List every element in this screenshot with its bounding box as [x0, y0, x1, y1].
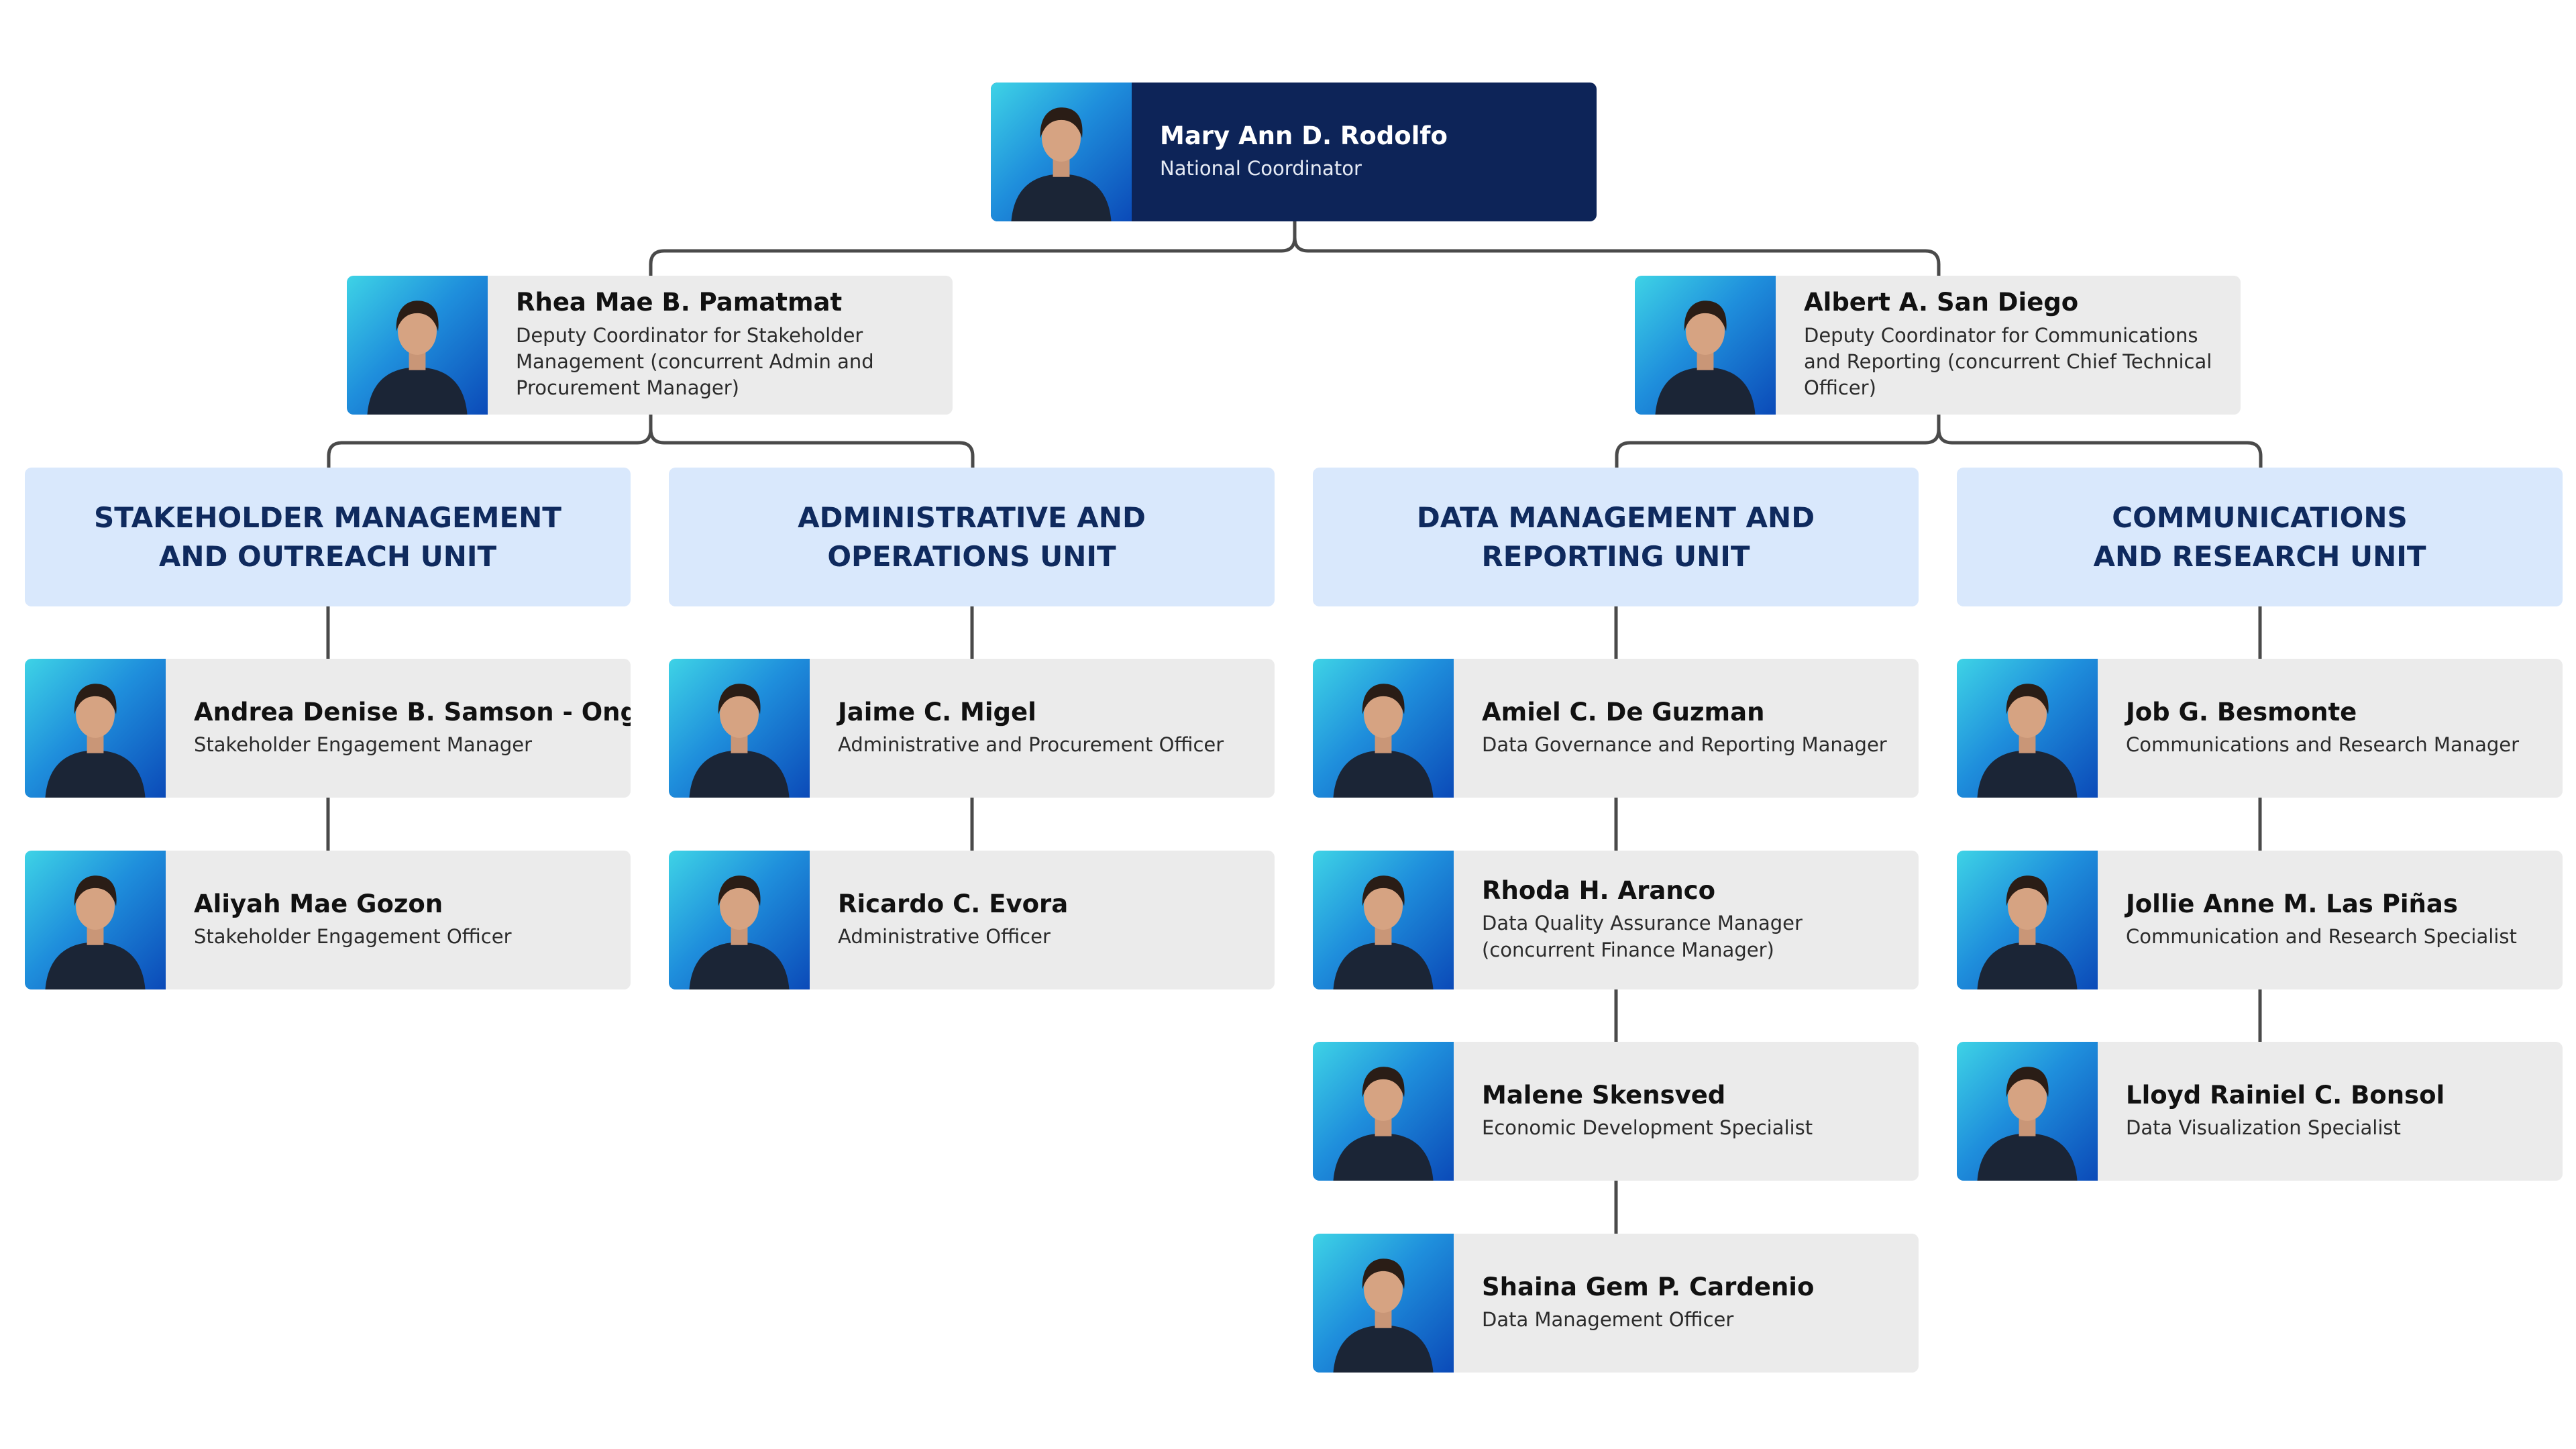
member-photo	[1957, 1042, 2098, 1181]
person-photo-icon	[1333, 875, 1434, 989]
person-photo-icon	[689, 875, 790, 989]
member-photo	[669, 851, 810, 989]
member-name: Jaime C. Migel	[838, 697, 1036, 727]
member-role: Stakeholder Engagement Officer	[194, 925, 512, 949]
member-role: Administrative and Procurement Officer	[838, 733, 1224, 757]
member-card: Shaina Gem P. Cardenio Data Management O…	[1313, 1234, 1919, 1373]
member-name: Aliyah Mae Gozon	[194, 889, 443, 918]
member-photo	[25, 851, 166, 989]
person-photo-icon	[45, 684, 146, 798]
member-photo	[1313, 1042, 1454, 1181]
person-photo-icon	[1333, 1258, 1434, 1373]
head-role: National Coordinator	[1160, 157, 1362, 180]
person-photo-icon	[1333, 684, 1434, 798]
person-photo-icon	[45, 875, 146, 989]
person-photo-icon	[1977, 1067, 2078, 1181]
member-photo	[1313, 659, 1454, 798]
deputy-name: Rhea Mae B. Pamatmat	[516, 288, 843, 317]
member-role: Data Management Officer	[1482, 1308, 1734, 1332]
unit-title: ADMINISTRATIVE AND OPERATIONS UNIT	[798, 500, 1146, 573]
member-card: Aliyah Mae Gozon Stakeholder Engagement …	[25, 851, 631, 989]
member-name: Ricardo C. Evora	[838, 889, 1069, 918]
person-photo-icon	[367, 301, 468, 415]
member-name: Amiel C. De Guzman	[1482, 697, 1765, 727]
member-card: Andrea Denise B. Samson - Ong Stakeholde…	[25, 659, 631, 798]
member-card: Jaime C. Migel Administrative and Procur…	[669, 659, 1275, 798]
person-photo-icon	[689, 684, 790, 798]
unit-header-data-management: DATA MANAGEMENT AND REPORTING UNIT	[1313, 468, 1919, 606]
unit-title: DATA MANAGEMENT AND REPORTING UNIT	[1416, 500, 1815, 573]
unit-title: STAKEHOLDER MANAGEMENT AND OUTREACH UNIT	[94, 500, 561, 573]
member-name: Job G. Besmonte	[2126, 697, 2357, 727]
member-role: Communication and Research Specialist	[2126, 925, 2517, 949]
member-card: Job G. Besmonte Communications and Resea…	[1957, 659, 2563, 798]
member-photo	[1313, 851, 1454, 989]
person-photo-icon	[1977, 875, 2078, 989]
person-photo-icon	[1011, 107, 1112, 221]
member-card: Malene Skensved Economic Development Spe…	[1313, 1042, 1919, 1181]
deputy-photo	[1635, 276, 1776, 415]
deputy-role: Deputy Coordinator for Communications an…	[1804, 323, 2212, 400]
member-name: Lloyd Rainiel C. Bonsol	[2126, 1080, 2445, 1110]
connector-head-to-deputies	[649, 221, 1941, 276]
deputy-photo	[347, 276, 488, 415]
member-photo	[669, 659, 810, 798]
member-photo	[1313, 1234, 1454, 1373]
deputy-role: Deputy Coordinator for Stakeholder Manag…	[516, 323, 874, 400]
connector-deputy2-to-units	[1615, 415, 2263, 468]
member-role: Administrative Officer	[838, 925, 1051, 949]
member-card: Ricardo C. Evora Administrative Officer	[669, 851, 1275, 989]
member-photo	[1957, 659, 2098, 798]
head-name: Mary Ann D. Rodolfo	[1160, 121, 1448, 150]
member-role: Data Visualization Specialist	[2126, 1116, 2401, 1140]
member-card: Lloyd Rainiel C. Bonsol Data Visualizati…	[1957, 1042, 2563, 1181]
deputy-card: Albert A. San Diego Deputy Coordinator f…	[1635, 276, 2241, 415]
member-role: Data Governance and Reporting Manager	[1482, 733, 1887, 757]
unit-header-communications: COMMUNICATIONS AND RESEARCH UNIT	[1957, 468, 2563, 606]
member-name: Rhoda H. Aranco	[1482, 875, 1716, 905]
unit-header-stakeholder: STAKEHOLDER MANAGEMENT AND OUTREACH UNIT	[25, 468, 631, 606]
deputy-card: Rhea Mae B. Pamatmat Deputy Coordinator …	[347, 276, 953, 415]
person-photo-icon	[1333, 1067, 1434, 1181]
member-card: Jollie Anne M. Las Piñas Communication a…	[1957, 851, 2563, 989]
unit-header-administrative: ADMINISTRATIVE AND OPERATIONS UNIT	[669, 468, 1275, 606]
member-name: Shaina Gem P. Cardenio	[1482, 1272, 1815, 1301]
connector-deputy1-to-units	[327, 415, 975, 468]
member-photo	[1957, 851, 2098, 989]
member-name: Malene Skensved	[1482, 1080, 1726, 1110]
member-role: Stakeholder Engagement Manager	[194, 733, 533, 757]
person-photo-icon	[1977, 684, 2078, 798]
head-photo	[991, 83, 1132, 221]
member-card: Rhoda H. Aranco Data Quality Assurance M…	[1313, 851, 1919, 989]
member-role: Economic Development Specialist	[1482, 1116, 1813, 1140]
member-name: Jollie Anne M. Las Piñas	[2126, 889, 2458, 918]
member-photo	[25, 659, 166, 798]
unit-title: COMMUNICATIONS AND RESEARCH UNIT	[2093, 500, 2426, 573]
head-card: Mary Ann D. Rodolfo National Coordinator	[991, 83, 1597, 221]
member-role: Communications and Research Manager	[2126, 733, 2520, 757]
member-name: Andrea Denise B. Samson - Ong	[194, 697, 631, 727]
member-role: Data Quality Assurance Manager (concurre…	[1482, 912, 1803, 961]
person-photo-icon	[1655, 301, 1756, 415]
member-card: Amiel C. De Guzman Data Governance and R…	[1313, 659, 1919, 798]
deputy-name: Albert A. San Diego	[1804, 288, 2079, 317]
